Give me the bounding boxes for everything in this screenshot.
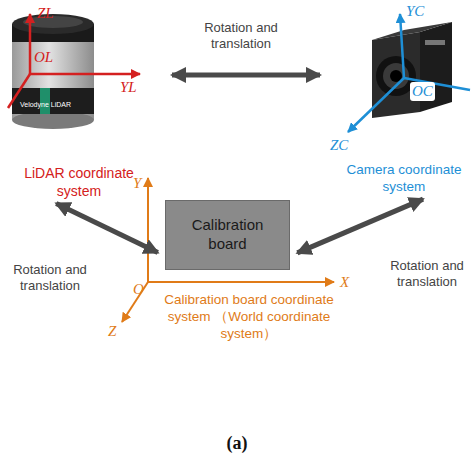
edge-label: Rotation and translation [384, 258, 470, 291]
figure-caption: (a) [0, 432, 474, 455]
axis-label: X [340, 273, 349, 292]
axis-label: Z [108, 322, 116, 341]
axis-label: YC [406, 2, 424, 21]
double-arrow [56, 203, 158, 252]
node-text: Camera coordinate system [338, 162, 470, 196]
camera-device [372, 22, 452, 118]
camera-axes [348, 14, 470, 132]
brand-text: Velodyne LiDAR [20, 101, 71, 110]
axis-label: YL [120, 78, 137, 97]
origin-label: OL [34, 48, 53, 67]
node-text: LiDAR coordinate system [4, 165, 154, 200]
camera-region: Camera coordinate system [338, 8, 470, 196]
axis-label: ZL [37, 4, 54, 23]
origin-label: OC [410, 82, 435, 101]
edge-label: Rotation and translation [186, 20, 296, 53]
axis-label: ZC [330, 136, 348, 155]
origin-label: O [133, 280, 144, 299]
calibration-board: Calibration board [165, 200, 290, 270]
world-system-text: Calibration board coordinate system （Wor… [160, 292, 338, 343]
edge-label: Rotation and translation [4, 262, 96, 295]
double-arrow [297, 199, 423, 253]
lidar-device [12, 14, 94, 129]
axis-label: Y [133, 174, 141, 193]
double-arrow [172, 72, 320, 77]
lidar-axes [8, 14, 140, 108]
node-text: Calibration board [186, 216, 269, 254]
